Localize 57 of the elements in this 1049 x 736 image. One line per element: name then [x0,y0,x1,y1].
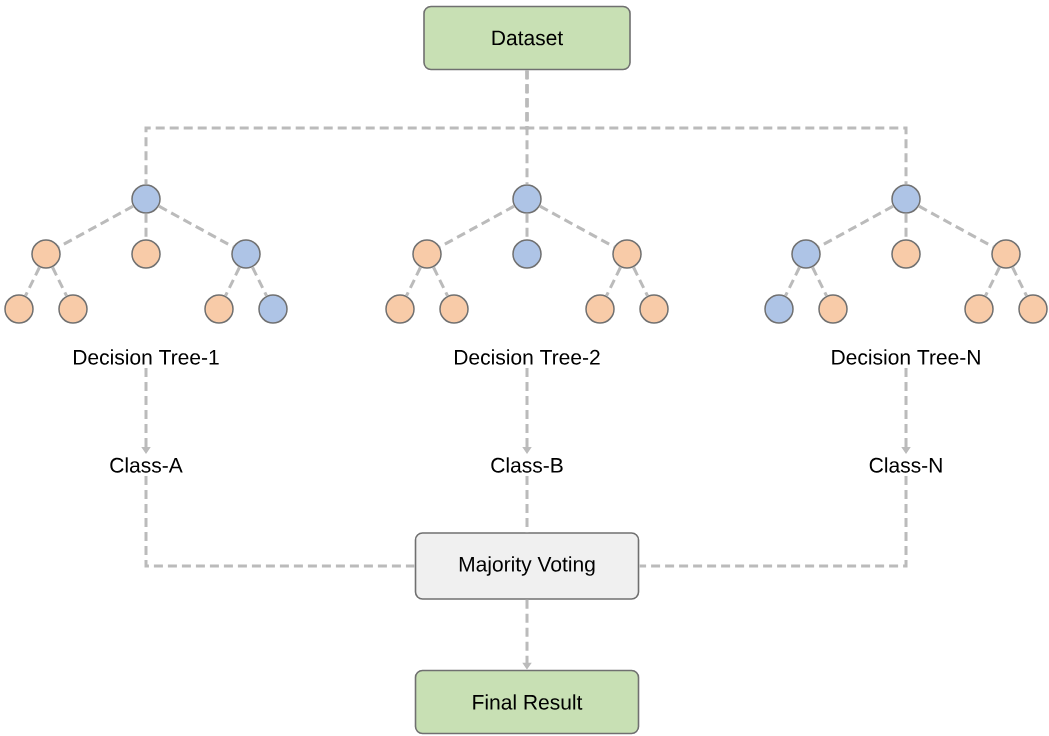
tree-node [385,294,415,324]
connector-line [144,213,148,240]
connector-line [784,266,801,297]
node-label: Class-A [110,457,183,473]
connector-line [432,266,449,297]
connector-line [51,266,68,297]
tree-node [131,184,161,214]
tree-node [512,184,542,214]
tree-node [439,294,469,324]
tree-node [58,294,88,324]
connector-line [24,266,41,297]
tree-node [258,294,288,324]
connector-line [811,266,828,297]
tree-node [639,294,669,324]
tree-node [412,239,442,269]
tree-node [4,294,34,324]
connector-line [605,266,622,297]
tree-node [585,294,615,324]
connector-line [818,204,894,249]
connector-line [539,204,615,249]
tree-node [131,239,161,269]
tree-node [764,294,794,324]
result-box: Final Result [414,669,640,735]
tree-node [204,294,234,324]
connector-line [405,266,422,297]
tree-node [1018,294,1048,324]
connector-line [525,213,529,240]
node-label: Decision Tree-N [832,349,980,365]
connector-line [144,475,415,568]
connector-line [158,204,234,249]
tree-node [964,294,994,324]
connector-line [251,266,268,297]
connector-line [984,266,1001,297]
node-label: Decision Tree-1 [74,349,219,365]
connector-line [918,204,994,249]
voting-box: Majority Voting [414,532,640,600]
connector-line [639,475,908,568]
tree-node [231,239,261,269]
tree-node [791,239,821,269]
connector-line [439,204,515,249]
tree-node [891,184,921,214]
connector-line [525,70,908,185]
connector-line [58,204,134,249]
node-label: Class-N [869,457,942,473]
connector-line [1011,266,1028,297]
connector-line [904,213,908,240]
tree-node [991,239,1021,269]
tree-node [891,239,921,269]
connector-line [224,266,241,297]
connector-line [632,266,649,297]
tree-node [612,239,642,269]
node-label: Decision Tree-2 [455,349,600,365]
input-box: Dataset [423,5,631,71]
tree-node [818,294,848,324]
node-label: Class-B [491,457,563,473]
tree-node [512,239,542,269]
tree-node [31,239,61,269]
